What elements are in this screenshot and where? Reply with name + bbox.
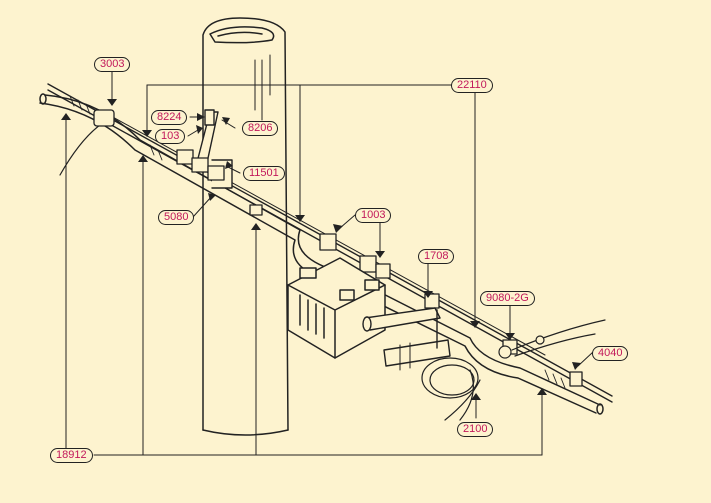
callout-8206: 8206	[242, 121, 279, 136]
cable-clamps	[93, 109, 583, 387]
callout-5080: 5080	[158, 210, 195, 225]
callout-22110: 22110	[451, 78, 493, 93]
splice-closure	[287, 257, 386, 359]
callout-8224: 8224	[151, 110, 188, 125]
callout-18912: 18912	[50, 448, 93, 463]
arrow-heads	[61, 99, 581, 400]
callout-1003: 1003	[355, 208, 392, 223]
callout-9080-2g: 9080-2G	[480, 291, 535, 306]
callout-2100: 2100	[457, 422, 494, 437]
leader-lines	[65, 69, 594, 456]
branch-cable	[498, 319, 606, 359]
lashing-wire	[69, 95, 566, 389]
slack-loop	[421, 357, 481, 421]
extension-arm	[362, 307, 451, 371]
wooden-pole	[202, 17, 289, 436]
callout-3003: 3003	[94, 57, 131, 72]
drop-wire	[59, 124, 101, 176]
callout-11501: 11501	[243, 166, 285, 181]
callout-1708: 1708	[418, 249, 455, 264]
callout-103: 103	[155, 129, 186, 144]
main-cable	[39, 93, 604, 415]
callout-4040: 4040	[592, 346, 629, 361]
